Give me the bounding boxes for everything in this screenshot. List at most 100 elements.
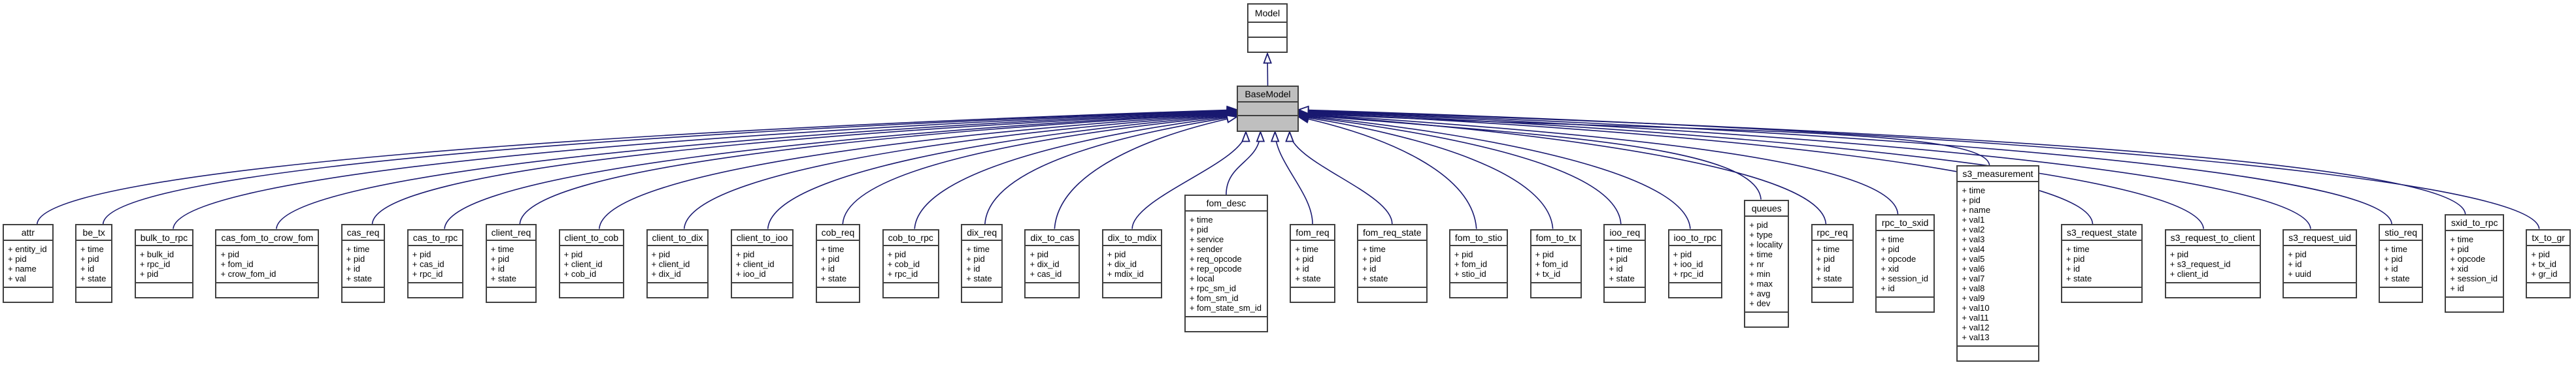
class-name: client_to_ioo: [731, 230, 793, 246]
class-box-stio_req[interactable]: stio_req+ time+ pid+ id+ state: [2379, 224, 2424, 303]
class-box-s3_request_state[interactable]: s3_request_state+ time+ pid+ id+ state: [2060, 224, 2143, 303]
class-attribute: + pid: [1881, 244, 1899, 254]
class-attribute: + id: [80, 264, 95, 274]
class-box-fom_req_state[interactable]: fom_req_state+ time+ pid+ id+ state: [1357, 224, 1428, 303]
class-attribute: + pid: [2288, 249, 2307, 259]
class-box-cob_to_rpc[interactable]: cob_to_rpc+ pid+ cob_id+ rpc_id: [882, 229, 939, 298]
class-attribute: + id: [1295, 264, 1309, 274]
class-attribute: + time: [966, 244, 990, 254]
class-box-sxid_to_rpc[interactable]: sxid_to_rpc+ time+ pid+ opcode+ xid+ ses…: [2445, 214, 2505, 313]
class-attributes: + pid+ ioo_id+ rpc_id: [1669, 246, 1721, 282]
class-box-dix_to_cas[interactable]: dix_to_cas+ pid+ dix_id+ cas_id: [1024, 229, 1080, 298]
class-operations-empty: [1812, 287, 1852, 302]
inheritance-edge: [1299, 116, 1554, 229]
inheritance-edge: [371, 112, 1237, 225]
class-box-attr[interactable]: attr+ entity_id+ pid+ name+ val: [3, 224, 54, 303]
class-box-rpc_req[interactable]: rpc_req+ time+ pid+ id+ state: [1811, 224, 1854, 303]
class-box-cas_to_rpc[interactable]: cas_to_rpc+ pid+ cas_id+ rpc_id: [407, 229, 464, 298]
class-box-cas_fom_to_crow_fom[interactable]: cas_fom_to_crow_fom+ pid+ fom_id+ crow_f…: [215, 229, 320, 298]
class-operations-empty: [1877, 296, 1933, 311]
class-attribute: + mdix_id: [1107, 268, 1144, 279]
class-attribute: + xid: [1881, 264, 1899, 274]
class-box-fom_to_tx[interactable]: fom_to_tx+ pid+ fom_id+ tx_id: [1530, 229, 1582, 298]
class-name: client_to_dix: [647, 230, 708, 246]
class-box-rpc_to_sxid[interactable]: rpc_to_sxid+ time+ pid+ opcode+ xid+ ses…: [1875, 214, 1935, 313]
class-box-cob_req[interactable]: cob_req+ time+ pid+ id+ state: [815, 224, 861, 303]
class-attribute: + time: [2066, 244, 2090, 254]
class-box-client_to_cob[interactable]: client_to_cob+ pid+ client_id+ cob_id: [558, 229, 625, 298]
class-attributes: + entity_id+ pid+ name+ val: [4, 241, 52, 287]
class-box-fom_req[interactable]: fom_req+ time+ pid+ id+ state: [1290, 224, 1335, 303]
class-attribute: + locality: [1749, 239, 1783, 249]
class-attribute: + pid: [80, 254, 99, 264]
class-box-ioo_req[interactable]: ioo_req+ time+ pid+ id+ state: [1603, 224, 1647, 303]
class-box-be_tx[interactable]: be_tx+ time+ pid+ id+ state: [75, 224, 113, 303]
class-name: stio_req: [2380, 225, 2422, 241]
class-box-dix_req[interactable]: dix_req+ time+ pid+ id+ state: [961, 224, 1003, 303]
class-attribute: + state: [1816, 274, 1842, 283]
class-attribute: + state: [1295, 274, 1321, 283]
class-box-ioo_to_rpc[interactable]: ioo_to_rpc+ pid+ ioo_id+ rpc_id: [1667, 229, 1722, 298]
class-attributes: + time+ pid+ id+ state: [962, 241, 1001, 287]
inheritance-edge: [519, 113, 1237, 225]
class-attribute: + id: [490, 264, 505, 274]
class-box-dix_to_mdix[interactable]: dix_to_mdix+ pid+ dix_id+ mdix_id: [1101, 229, 1163, 298]
class-attributes: + time+ pid+ id+ state: [1291, 241, 1333, 287]
class-name: dix_req: [962, 225, 1002, 241]
class-box-client_req[interactable]: client_req+ time+ pid+ id+ state: [485, 224, 537, 303]
class-box-client_to_ioo[interactable]: client_to_ioo+ pid+ client_id+ ioo_id: [730, 229, 794, 298]
class-box-fom_desc[interactable]: fom_desc+ time+ pid+ service+ sender+ re…: [1184, 195, 1269, 332]
class-attribute: + pid: [2531, 249, 2550, 259]
class-attribute: + pid: [2066, 254, 2085, 264]
class-attribute: + pid: [966, 254, 985, 264]
class-box-fom_to_stio[interactable]: fom_to_stio+ pid+ fom_id+ stio_id: [1448, 229, 1509, 298]
class-attributes: + time+ pid+ id+ state: [487, 241, 536, 287]
class-attribute: + pid: [1609, 254, 1628, 264]
class-operations-empty: [486, 287, 536, 302]
class-attribute: + time: [1881, 234, 1905, 244]
class-box-model[interactable]: Model: [1247, 3, 1288, 53]
class-attribute: + state: [966, 274, 992, 283]
class-box-s3_measurement[interactable]: s3_measurement+ time+ pid+ name+ val1+ v…: [1956, 165, 2039, 362]
class-name: cas_req: [342, 225, 384, 241]
class-attributes: + time+ pid+ id+ state: [1605, 241, 1645, 287]
class-attribute: + client_id: [563, 259, 603, 269]
class-box-basemodel[interactable]: BaseModel: [1237, 86, 1299, 132]
class-box-s3_request_to_client[interactable]: s3_request_to_client+ pid+ s3_request_id…: [2164, 229, 2261, 298]
class-attributes: + pid+ fom_id+ tx_id: [1531, 246, 1581, 282]
class-name: attr: [4, 225, 52, 241]
class-operations-empty: [2284, 281, 2356, 297]
class-attributes: + pid+ id+ uuid: [2284, 246, 2356, 282]
class-attribute: + id: [346, 264, 360, 274]
class-attribute: + nr: [1749, 259, 1764, 269]
inheritance-edge: [767, 115, 1237, 229]
class-box-client_to_dix[interactable]: client_to_dix+ pid+ client_id+ dix_id: [646, 229, 709, 298]
class-name: rpc_req: [1812, 225, 1852, 241]
inheritance-edge: [1299, 116, 1622, 225]
class-attribute: + id: [1881, 283, 1895, 293]
class-attribute: + client_id: [2169, 268, 2209, 279]
class-box-cas_req[interactable]: cas_req+ time+ pid+ id+ state: [341, 224, 386, 303]
class-attribute: + rep_opcode: [1189, 264, 1242, 274]
class-operations-empty: [1605, 287, 1645, 302]
class-attribute: + stio_id: [1454, 268, 1486, 279]
class-attribute: + rpc_id: [139, 259, 171, 269]
class-attribute: + time: [2450, 234, 2474, 244]
class-attribute: + time: [1749, 249, 1773, 259]
class-name: fom_to_stio: [1450, 230, 1507, 246]
class-name: fom_req: [1291, 225, 1334, 241]
class-box-s3_request_uid[interactable]: s3_request_uid+ pid+ id+ uuid: [2283, 229, 2357, 298]
class-box-queues[interactable]: queues+ pid+ type+ locality+ time+ nr+ m…: [1744, 199, 1790, 328]
class-attribute: + cas_id: [412, 259, 444, 269]
class-operations-empty: [2380, 287, 2422, 302]
class-attribute: + pid: [1189, 225, 1209, 234]
class-box-bulk_to_rpc[interactable]: bulk_to_rpc+ bulk_id+ rpc_id+ pid: [134, 229, 194, 298]
class-attribute: + val7: [1962, 274, 1985, 283]
class-operations-empty: [1026, 281, 1079, 297]
class-attribute: + tx_id: [2531, 259, 2557, 269]
class-attribute: + id: [1362, 264, 1377, 274]
class-box-tx_to_gr[interactable]: tx_to_gr+ pid+ tx_id+ gr_id: [2526, 229, 2571, 298]
class-attribute: + state: [2066, 274, 2092, 283]
class-operations-empty: [1248, 38, 1286, 52]
